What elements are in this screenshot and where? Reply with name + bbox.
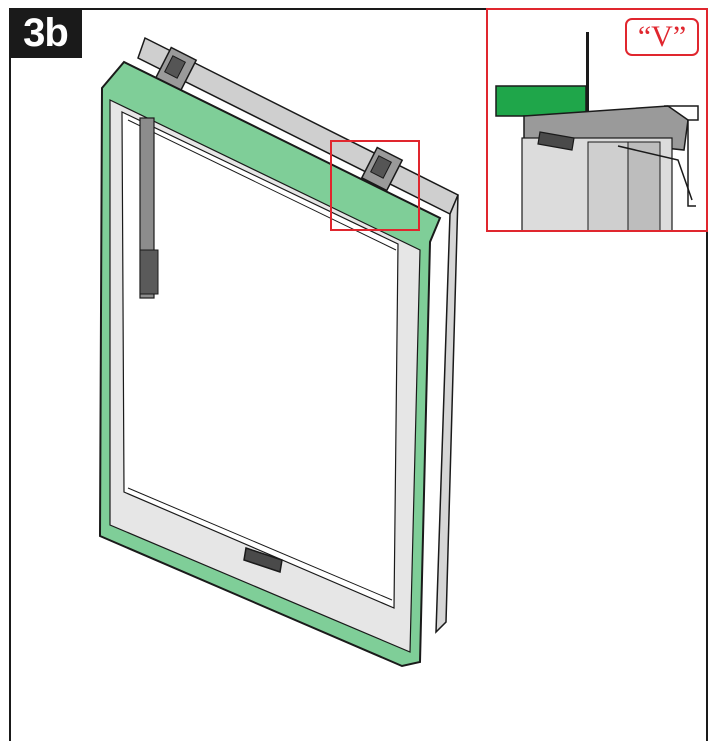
detail-inset: “V” [486,8,708,232]
detail-highlight-box [330,140,420,231]
sash-glass-opening [121,111,399,609]
cross-section-drawing [495,32,699,230]
instruction-panel-border [9,8,708,741]
hinge-bracket-icon [537,131,575,151]
outer-frame-right [435,194,459,634]
step-badge: 3b [9,8,82,58]
detail-label: “V” [625,18,699,56]
hinge-bracket-icon [360,146,404,192]
green-sash-section [495,85,587,117]
handle-icon [243,547,283,573]
